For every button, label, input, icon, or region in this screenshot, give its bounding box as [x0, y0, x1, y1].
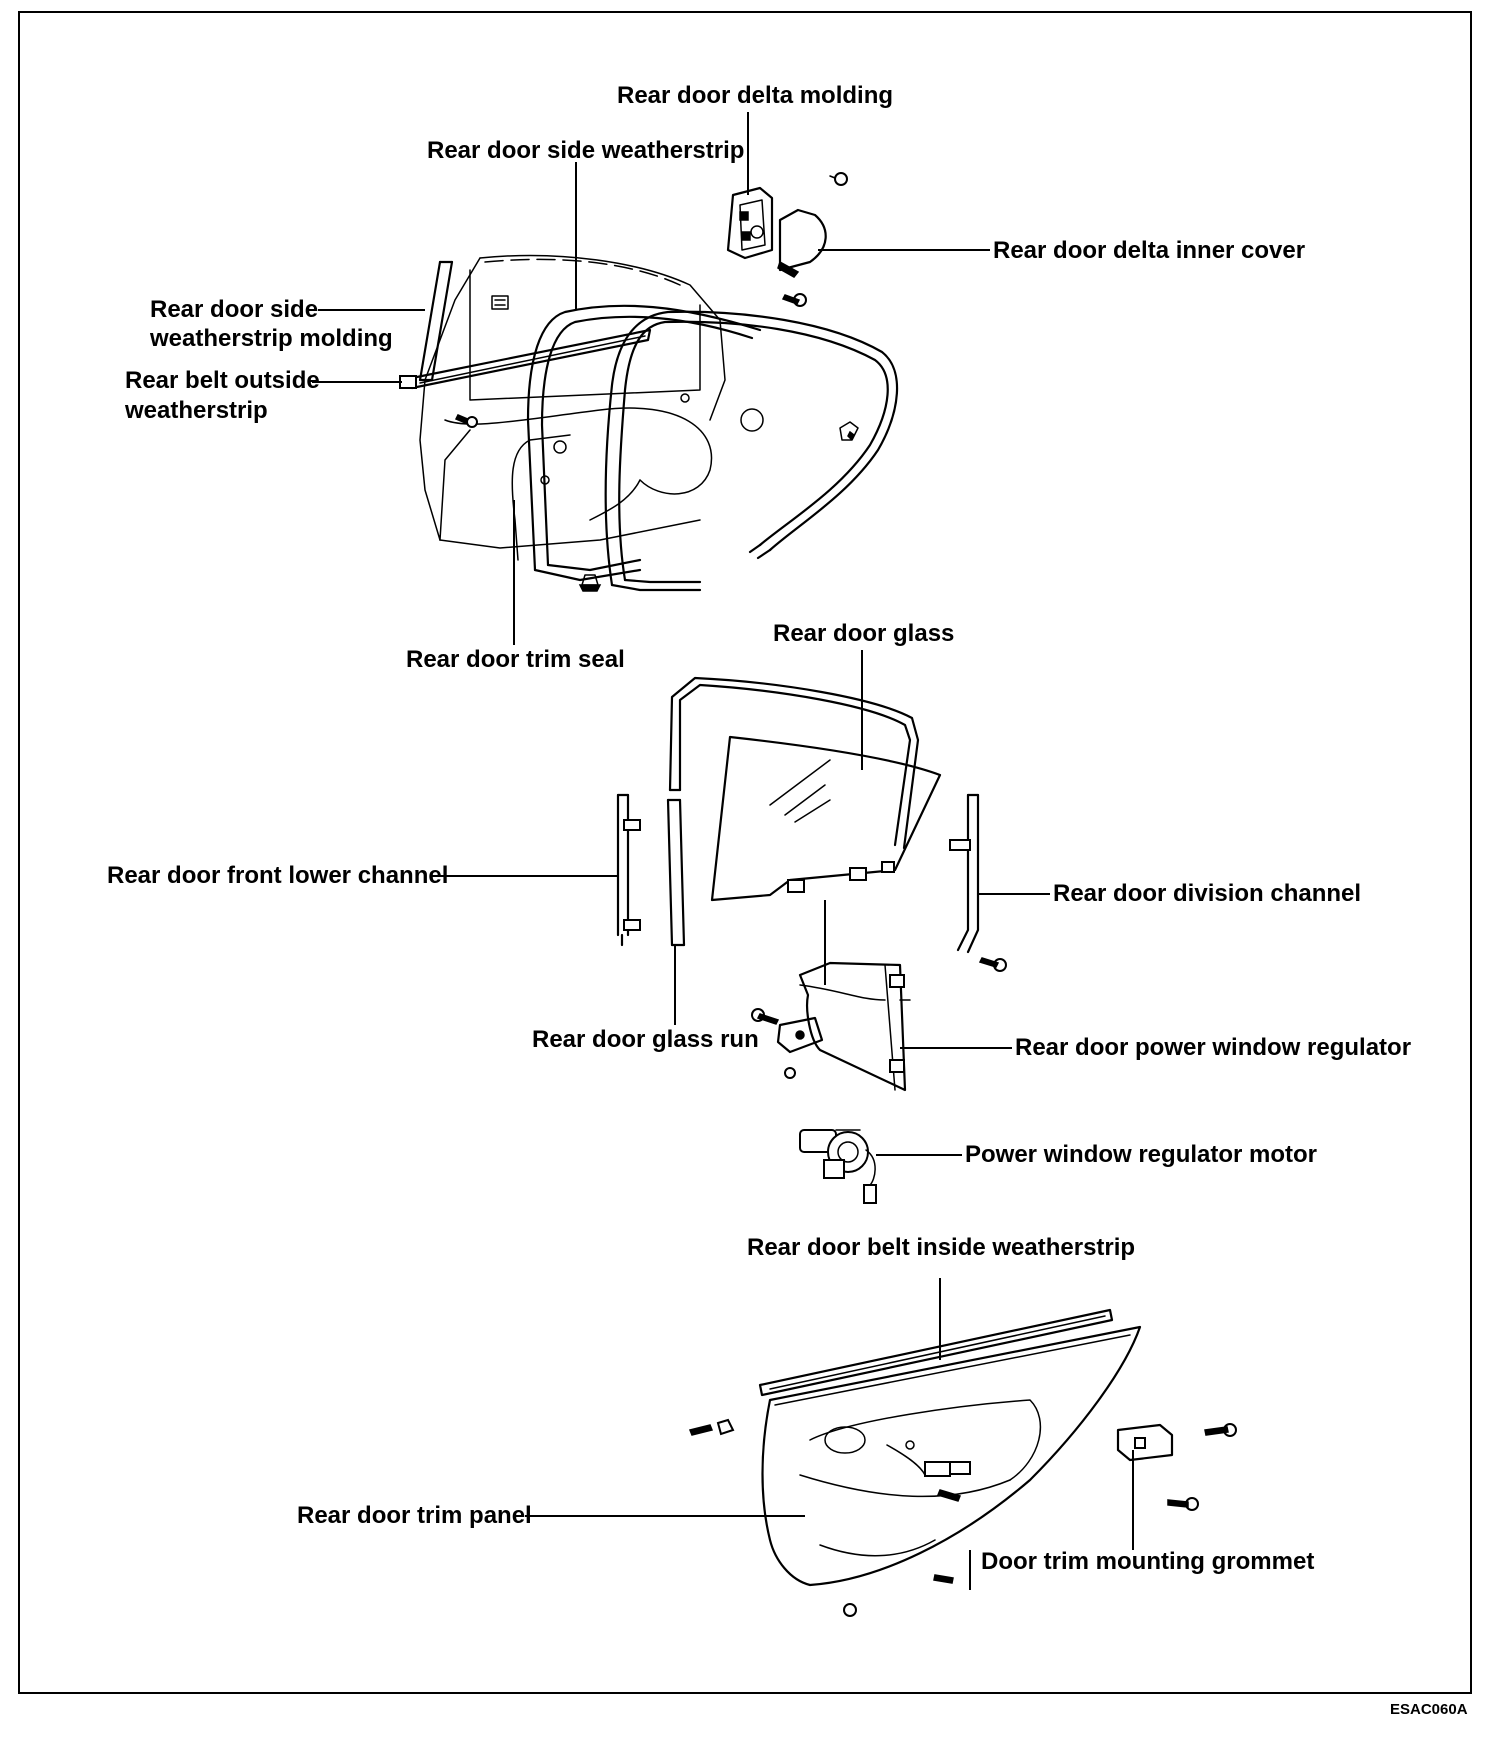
power-window-regulator-part — [751, 961, 911, 1092]
trim-panel-screws — [688, 1418, 954, 1617]
label-door-trim-mounting-grommet: Door trim mounting grommet — [981, 1548, 1315, 1575]
label-rear-door-trim-panel: Rear door trim panel — [297, 1502, 532, 1529]
label-rear-door-side-weatherstrip-molding-line2: weatherstrip molding — [150, 325, 393, 352]
rear-door-body — [419, 254, 764, 549]
label-rear-door-delta-inner-cover: Rear door delta inner cover — [993, 237, 1306, 264]
mounting-grommet-part — [1116, 1423, 1237, 1511]
belt-inside-weatherstrip-part — [758, 1308, 1114, 1397]
division-channel-part — [949, 793, 1007, 972]
figure-code: ESAC060A — [1390, 1701, 1468, 1718]
door-glass-part — [710, 735, 942, 902]
side-weatherstrip-parts — [526, 304, 899, 592]
glass-run-part — [666, 676, 920, 947]
label-rear-door-side-weatherstrip-molding-line1: Rear door side — [150, 296, 319, 323]
diagram-frame — [18, 11, 1472, 1694]
label-rear-door-front-lower-channel: Rear door front lower channel — [107, 862, 449, 889]
label-rear-door-power-window-regulator: Rear door power window regulator — [1015, 1034, 1412, 1061]
label-rear-door-delta-molding: Rear door delta molding — [617, 82, 894, 109]
delta-inner-cover-part — [778, 208, 827, 272]
belt-outside-weatherstrip-part — [399, 328, 652, 390]
label-rear-door-belt-inside-weatherstrip: Rear door belt inside weatherstrip — [747, 1234, 1136, 1261]
label-rear-door-glass: Rear door glass — [773, 620, 955, 647]
screws-top — [454, 172, 848, 592]
label-rear-door-trim-seal: Rear door trim seal — [406, 646, 625, 673]
label-rear-belt-outside-weatherstrip-line2: weatherstrip — [125, 397, 268, 424]
label-rear-door-side-weatherstrip: Rear door side weatherstrip — [427, 137, 745, 164]
leader-lines — [312, 112, 1134, 1590]
rear-door-trim-seal-part — [511, 434, 571, 561]
front-lower-channel-part — [616, 793, 641, 947]
label-rear-door-glass-run: Rear door glass run — [532, 1026, 759, 1053]
trim-panel-part — [761, 1325, 1142, 1587]
regulator-motor-part — [799, 1129, 877, 1204]
delta-molding-part — [726, 186, 774, 260]
label-power-window-regulator-motor: Power window regulator motor — [965, 1141, 1318, 1168]
label-rear-belt-outside-weatherstrip-line1: Rear belt outside — [125, 367, 320, 394]
side-weatherstrip-molding-part — [418, 260, 454, 382]
label-rear-door-division-channel: Rear door division channel — [1053, 880, 1362, 907]
